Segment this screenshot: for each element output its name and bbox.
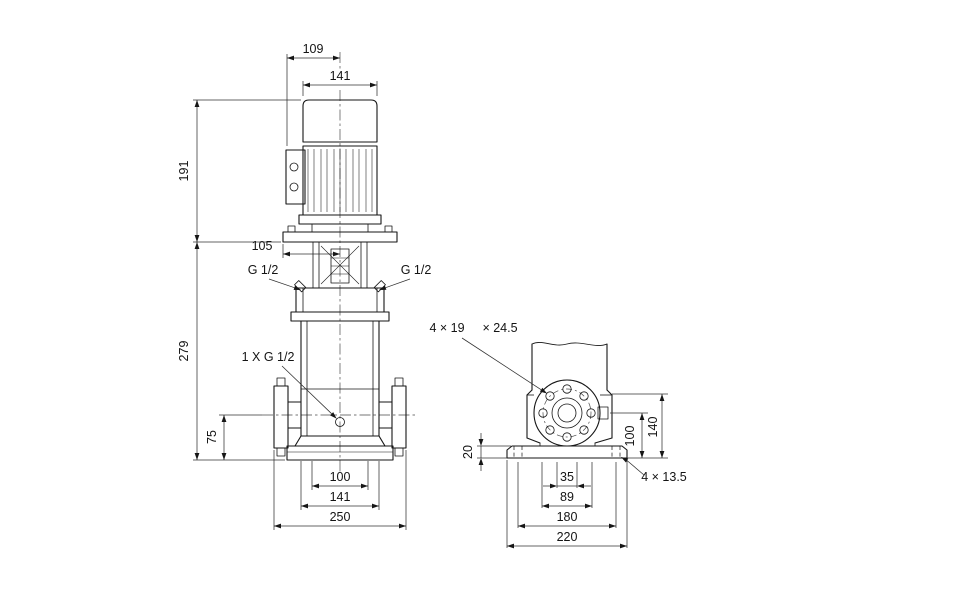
base-holes-label: 4 × 13.5 [641,470,687,484]
dim-109-label: 109 [303,42,324,56]
callout-g12-left: G 1/2 [248,263,301,290]
dim-105-label: 105 [252,239,273,253]
column [531,342,608,391]
dim-100-front: 100 [311,461,369,490]
dim-35: 35 [543,462,591,489]
dim-141-motor-label: 141 [330,69,351,83]
coupling [330,248,350,284]
dim-141-chamber: 141 [300,461,380,510]
dim-100-side: 100 [610,412,668,459]
dim-105: 105 [252,239,340,258]
dim-109: 109 [286,42,340,146]
dim-89: 89 [541,462,593,509]
dim-100-side-label: 100 [623,426,637,447]
flange-holes-label: 4 × 19 [429,321,464,335]
g12-left-label: G 1/2 [248,263,279,277]
motor-stool [282,225,398,288]
pump-head-side [526,389,613,446]
callout-g12-right: G 1/2 [379,263,431,290]
dim-100-front-label: 100 [330,470,351,484]
discharge-flange [378,377,407,457]
callout-base-holes: 4 × 13.5 [621,457,687,484]
terminal-box [285,149,306,205]
centerlines [262,52,418,472]
pump-base [286,435,394,461]
dim-220: 220 [506,460,628,549]
dim-180-label: 180 [557,510,578,524]
dim-20-label: 20 [461,445,475,459]
callout-drain: 1 X G 1/2 [242,350,337,419]
front-view [262,52,418,472]
dim-75: 75 [205,414,262,460]
port-flange-face [533,379,609,447]
chamber-sleeve [300,320,380,437]
drain-plug [335,417,345,427]
dim-220-label: 220 [557,530,578,544]
flange-bolt-holes [538,384,596,442]
callout-flange-holes: 4 × 19 × 24.5 [429,321,547,394]
dim-250-label: 250 [330,510,351,524]
dim-20: 20 [461,433,511,471]
side-view [506,342,628,459]
flange-counterbore-label: × 24.5 [482,321,517,335]
dim-89-label: 89 [560,490,574,504]
dim-250: 250 [273,450,407,530]
dim-35-label: 35 [560,470,574,484]
dim-75-label: 75 [205,430,219,444]
side-dimensions: 4 × 19 × 24.5 20 100 140 [429,321,687,549]
dim-180: 180 [517,462,617,529]
motor [298,99,382,232]
dim-141-motor: 141 [302,69,378,96]
g12-right-label: G 1/2 [401,263,432,277]
dim-279: 279 [177,242,285,461]
base-side [506,445,628,459]
drain-label: 1 X G 1/2 [242,350,295,364]
dim-140: 140 [612,393,668,458]
cooling-fins [307,149,373,212]
suction-flange [273,377,302,457]
dim-279-label: 279 [177,341,191,362]
dim-140-label: 140 [646,417,660,438]
dim-141-chamber-label: 141 [330,490,351,504]
front-dimensions: 109 141 191 279 105 [177,42,431,530]
gauge-tap [597,406,609,420]
dim-191: 191 [177,99,301,243]
dim-191-label: 191 [177,161,191,182]
